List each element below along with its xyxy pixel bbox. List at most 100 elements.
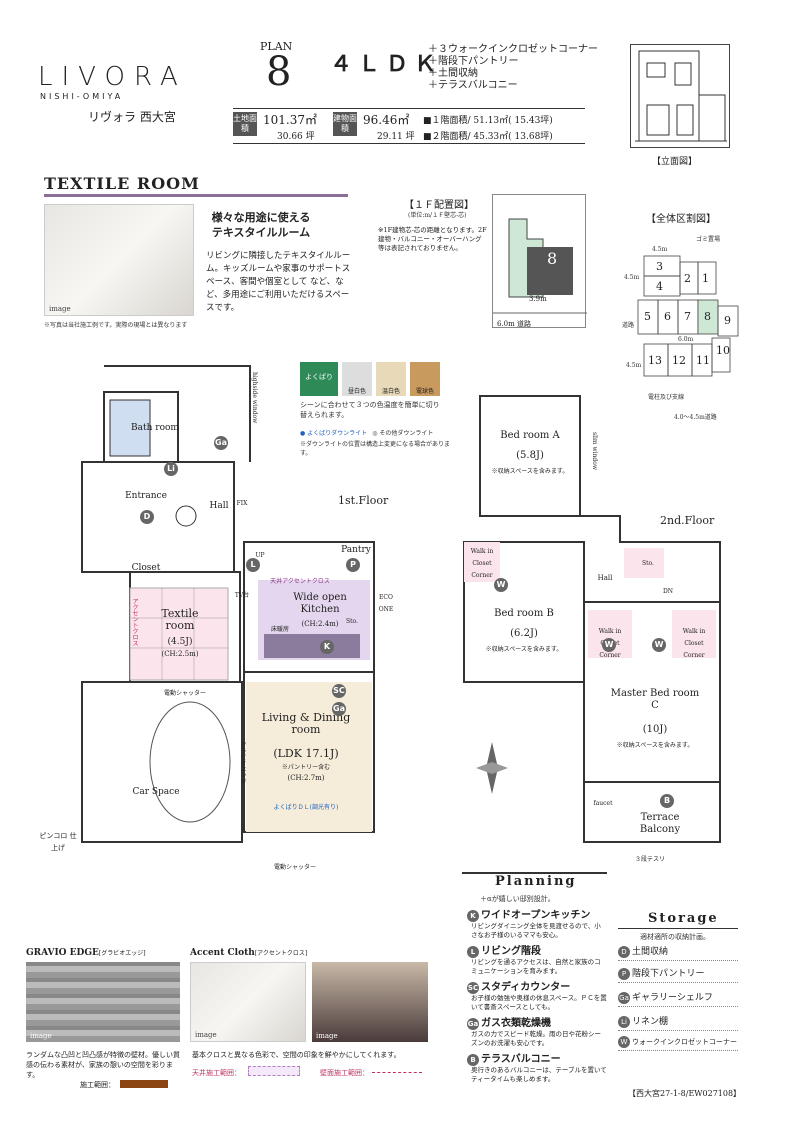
feature-item: ＋３ウォークインクロゼットコーナー — [428, 44, 598, 55]
dn-label: DN — [662, 588, 674, 595]
textile-body: リビングに隣接したテキスタイルルーム。キッズルームや家事のサポートスペース、客間… — [206, 251, 351, 313]
ceiling-swatch — [248, 1066, 300, 1076]
badge-k: K — [320, 640, 334, 654]
yokubari-text: シーンに合わせて３つの色温度を簡単に切り替えられます。 — [300, 401, 440, 419]
pole-label: 電柱及び支線 — [648, 394, 685, 401]
storage-badge: Ga — [618, 991, 630, 1004]
badge-ga-bath: Ga — [214, 436, 228, 450]
floor1-label: 1st.Floor — [338, 494, 389, 507]
master-note: ※収納スペースを含みます。 — [616, 742, 694, 749]
floor2-walls — [463, 395, 721, 843]
plan-number: 8 — [266, 49, 292, 95]
image-label: image — [195, 1031, 217, 1039]
terrace-balcony: Terrace Balcony — [639, 812, 681, 835]
lot-11: 11 — [696, 354, 710, 367]
accent-photo-1: image — [190, 962, 306, 1042]
ldk-ch: (CH:2.7m) — [287, 774, 325, 782]
room-textile: Textile room — [161, 607, 199, 632]
road-label: 道路 — [622, 322, 635, 329]
floor-heat-label: 床暖房 — [270, 626, 289, 633]
area-map-icon — [637, 255, 739, 377]
bed-b-note: ※収納スペースを含みます。 — [485, 646, 563, 653]
storage-title: Storage — [648, 911, 719, 926]
feature-item: ＋階段下パントリー — [428, 56, 519, 67]
textile-photo: image — [44, 204, 194, 316]
siteplan-note: ※1F建物芯-芯の距離となります。2F建物・バルコニー・オーバーハング等は表記さ… — [378, 226, 487, 252]
badge-w-master-right: W — [652, 638, 666, 652]
badge-ga: Ga — [332, 702, 346, 716]
planning-rule — [462, 872, 607, 874]
planning-badge: SC — [467, 981, 479, 994]
brand-name-jp: リヴォラ 西大宮 — [88, 110, 176, 124]
up-label: UP — [255, 552, 265, 559]
planning-badge: L — [467, 945, 479, 958]
badge-b: B — [660, 794, 674, 808]
feature-list: ＋３ウォークインクロゼットコーナー ＋階段下パントリー ＋土間収納 ＋テラスバル… — [428, 44, 598, 92]
yokubari-note: ※ダウンライトの位置は構造上変更になる場合があります。 — [300, 441, 451, 457]
planning-badge: K — [467, 909, 479, 922]
yokubari-legend-1: ● よくばりダウンライト — [300, 430, 368, 437]
lot-13: 13 — [648, 354, 662, 367]
shutter-top: 電動シャッター — [163, 690, 206, 697]
planning-head: リビング階段 — [481, 946, 541, 957]
lot-6: 6 — [664, 310, 671, 323]
eco-label: ECO ONE — [378, 594, 394, 613]
elevation-icon — [635, 50, 727, 142]
garbage-label: ゴミ置場 — [696, 236, 721, 243]
accent-cloth-label: アクセントクロス — [131, 598, 138, 646]
accent-title: Accent Cloth[アクセントクロス] — [190, 948, 308, 958]
storage-label: リネン棚 — [632, 1017, 669, 1027]
planning-head: スタディカウンター — [481, 982, 571, 993]
area-dim-left2: 4.5m — [626, 362, 642, 369]
room-bed-b: Bed room B — [494, 608, 554, 619]
badge-p: P — [346, 558, 360, 572]
badge-li: Li — [164, 462, 178, 476]
storage-label: ウォークインクロゼットコーナー — [632, 1038, 737, 1046]
gravio-title: GRAVIO EDGE[グラビオエッジ] — [26, 948, 146, 958]
storage-rule — [618, 928, 738, 929]
planning-badge: B — [467, 1053, 479, 1066]
bldg-tsubo: 29.11 坪 — [377, 132, 415, 142]
elevation-caption: 【立面図】 — [652, 157, 698, 167]
feature-item: ＋テラスバルコニー — [428, 80, 518, 91]
ldk-size: (LDK 17.1J) — [273, 747, 339, 760]
gravio-range: 施工範囲： — [80, 1081, 115, 1089]
feature-item: ＋土間収納 — [428, 68, 478, 79]
lot-5: 5 — [644, 310, 651, 323]
area-map: 4.5m ゴミ置場 4.5m 道路 6.0m 4.5m 電柱及び支線 4.0～4… — [618, 226, 748, 426]
accent-photo-2: image — [312, 962, 428, 1042]
planning-head: ワイドオープンキッチン — [481, 910, 591, 921]
lot-2: 2 — [684, 272, 691, 285]
textile-ch: (CH:2.5m) — [161, 650, 199, 658]
yokubari-legend-2: ◎ その他ダウンライト — [372, 430, 434, 437]
road-bottom: 4.0～4.5m道路 — [674, 414, 717, 421]
compass-icon — [476, 742, 508, 794]
image-label: image — [49, 305, 71, 313]
gravio-text: ランダムな凸凹と凹凸感が特徴の壁材。優しい質感の伝わる素材が、家族の憩いの空間を… — [26, 1051, 180, 1079]
shutter-bottom: 電動シャッター — [273, 864, 316, 871]
textile-title: TEXTILE ROOM — [44, 174, 200, 193]
area-map-title: 【全体区割図】 — [646, 214, 716, 225]
room-master: Master Bed room C — [610, 688, 700, 711]
lot-1: 1 — [702, 272, 709, 285]
wall-swatch — [372, 1072, 422, 1073]
floor1-area: ■１階面積/ 51.13㎡( 15.43坪) — [423, 116, 553, 126]
planning-body: ガスの力でスピード乾燥。雨の日や花粉シーズンのお洗濯も安心です。 — [471, 1029, 601, 1047]
compass — [472, 738, 512, 798]
ceiling-accent-label: 天井アクセントクロス — [270, 578, 330, 585]
image-label: image — [316, 1032, 338, 1040]
lot-7: 7 — [684, 310, 691, 323]
textile-size: (4.5J) — [167, 637, 193, 647]
wic-master-right: Walk in Closet Corner — [682, 628, 706, 659]
storage-label: 階段下パントリー — [632, 969, 705, 979]
room-closet: Closet — [131, 563, 161, 573]
fix-label: FIX — [236, 500, 248, 507]
siteplan-map: 8 3.9m 6.0m 道路 — [492, 194, 587, 328]
reference-code: 【西大宮27-1-8/EW027108】 — [628, 1089, 742, 1098]
tv-label: TV台 — [234, 592, 250, 599]
wic-b: Walk in Closet Corner — [470, 548, 494, 579]
